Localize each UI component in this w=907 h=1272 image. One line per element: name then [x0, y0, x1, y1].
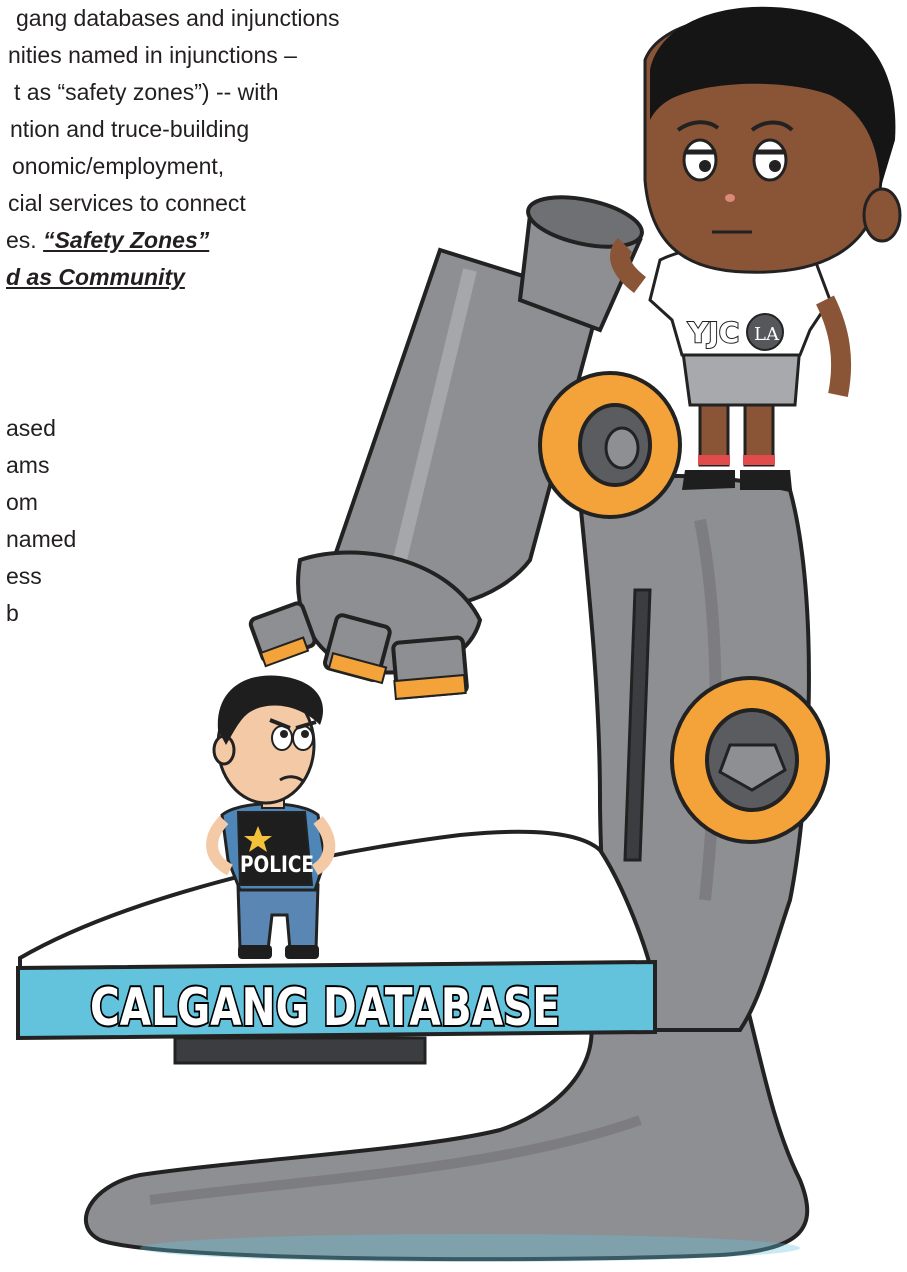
objective-turret	[248, 550, 483, 701]
text-line-2: nities named in injunctions –	[8, 42, 297, 68]
text-line-3: t as “safety zones”) -- with	[14, 79, 279, 105]
community-emphasis: d as Community	[6, 264, 185, 290]
text-line-5: onomic/employment,	[12, 153, 225, 179]
text-line-4: ntion and truce-building	[10, 116, 250, 142]
shirt-yjc-label: YJC	[687, 316, 739, 349]
police-officer: POLICE	[206, 675, 336, 959]
shirt-la-badge-text: LA	[754, 324, 780, 345]
text-line-7: es. “Safety Zones”	[6, 225, 209, 256]
youth-character: YJC LA	[610, 6, 902, 490]
text-line-7-start: es.	[6, 227, 37, 253]
text-line-1: gang databases and injunctions	[16, 5, 340, 31]
microscope-stage: CALGANG DATABASE	[16, 829, 657, 1065]
microscope-base	[83, 977, 810, 1262]
calgang-database-label: CALGANG DATABASE	[90, 978, 560, 1038]
text-line-8: d as Community	[6, 262, 185, 293]
text-line-b1: ased	[6, 415, 56, 441]
fine-focus-knob	[670, 676, 830, 844]
text-line-b5: ess	[6, 563, 42, 589]
text-line-b4: named	[6, 526, 77, 552]
badge-star-icon	[244, 826, 272, 852]
text-line-6: cial services to connect	[8, 190, 246, 216]
police-vest-label: POLICE	[240, 853, 314, 878]
coarse-focus-knob	[538, 371, 682, 519]
la-badge-icon	[746, 313, 784, 351]
text-line-b6: b	[6, 600, 19, 626]
text-line-b2: ams	[6, 452, 50, 478]
safety-zones-emphasis: “Safety Zones”	[43, 227, 210, 253]
text-line-b3: om	[6, 489, 38, 515]
